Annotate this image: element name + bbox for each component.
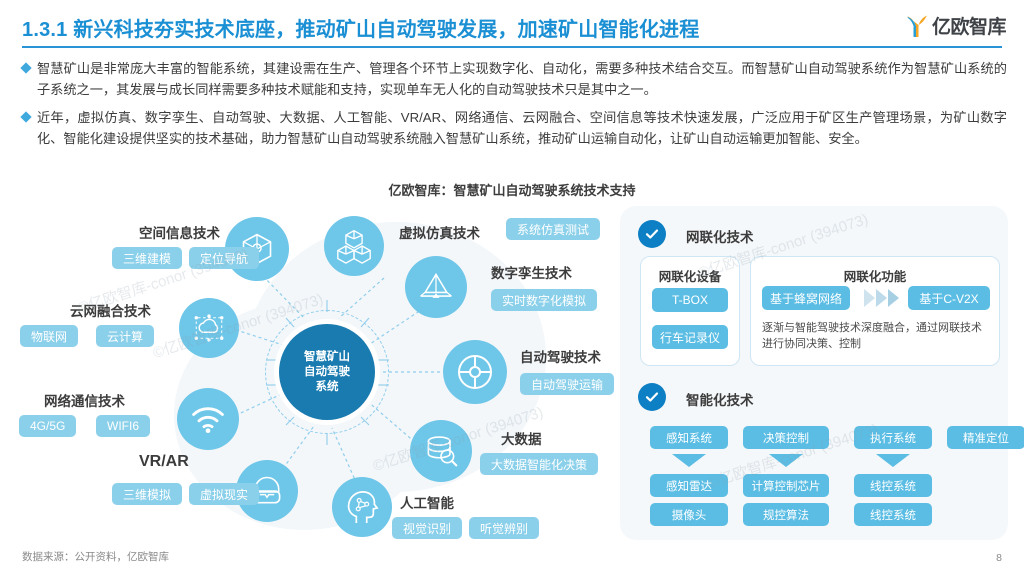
bullet-item: 智慧矿山是非常庞大丰富的智能系统，其建设需在生产、管理各个环节上实现数字化、自动…: [20, 58, 1007, 100]
node-network-communication[interactable]: [177, 388, 239, 450]
connected-functions-title: 网联化功能: [843, 270, 907, 284]
group-title-virtual-simulation: 虚拟仿真技术: [399, 226, 480, 241]
itag-execution-system[interactable]: 执行系统: [854, 426, 932, 449]
diagram-title: 亿欧智库：智慧矿山自动驾驶系统技术支持: [388, 183, 636, 198]
flow-arrows-icon: [862, 286, 906, 310]
tag-4g-5g[interactable]: 4G/5G: [19, 415, 77, 437]
connected-devices-title: 网联化设备: [658, 270, 722, 284]
itag-decision-control[interactable]: 决策控制: [743, 426, 829, 449]
node-autonomous-driving[interactable]: [443, 340, 507, 404]
diamond-bullet-icon: [20, 111, 32, 123]
tag-cloud-computing[interactable]: 云计算: [96, 325, 155, 347]
header-divider: [22, 46, 1002, 48]
tag-wifi6[interactable]: WIFI6: [96, 415, 150, 437]
check-mark-icon: [645, 392, 659, 402]
node-virtual-simulation[interactable]: [324, 216, 384, 276]
group-title-vr-ar: VR/AR: [139, 453, 189, 470]
page-title: 1.3.1 新兴科技夯实技术底座，推动矿山自动驾驶发展，加速矿山智能化进程: [22, 19, 700, 41]
down-arrow-icon: [876, 454, 910, 467]
down-arrow-icon: [672, 454, 706, 467]
tag-3d-simulation[interactable]: 三维模拟: [112, 483, 183, 505]
cloud-net-icon: [194, 314, 224, 342]
tag-dashcam[interactable]: 行车记录仪: [652, 325, 728, 349]
group-title-spatial: 空间信息技术: [139, 226, 220, 241]
tag-bigdata-intelligent-decision[interactable]: 大数据智能化决策: [480, 453, 599, 475]
database-search-icon: [427, 436, 458, 467]
brand-logo: 亿欧智库: [904, 12, 1007, 39]
check-icon-intelligent: [638, 383, 666, 411]
tag-auditory-recognition[interactable]: 听觉辨别: [469, 517, 540, 539]
slide-header: 1.3.1 新兴科技夯实技术底座，推动矿山自动驾驶发展，加速矿山智能化进程 亿欧…: [0, 0, 1024, 48]
node-cloud-network[interactable]: [179, 298, 239, 358]
hub-label: 智慧矿山 自动驾驶 系统: [304, 350, 350, 393]
itag-perception-radar[interactable]: 感知雷达: [650, 474, 728, 497]
node-artificial-intelligence[interactable]: [332, 477, 392, 537]
diamond-bullet-icon: [20, 62, 32, 74]
tag-visual-recognition[interactable]: 视觉识别: [392, 517, 463, 539]
section-title-intelligent-tech: 智能化技术: [686, 393, 754, 408]
bullet-text: 智慧矿山是非常庞大丰富的智能系统，其建设需在生产、管理各个环节上实现数字化、自动…: [37, 61, 1007, 97]
blocks-icon: [337, 229, 371, 264]
tag-autonomous-transport[interactable]: 自动驾驶运输: [520, 373, 615, 395]
group-title-network-comm: 网络通信技术: [44, 394, 125, 409]
logo-text: 亿欧智库: [931, 17, 1007, 38]
ai-brain-icon: [347, 491, 379, 524]
section-title-connected-tech: 网联化技术: [686, 230, 754, 245]
itag-perception-system[interactable]: 感知系统: [650, 426, 728, 449]
steering-wheel-icon: [458, 355, 492, 389]
connected-functions-note: 逐渐与智能驾驶技术深度融合，通过网联技术 进行协同决策、控制: [762, 322, 982, 350]
twin-icon: [420, 272, 452, 298]
tag-system-simulation-test[interactable]: 系统仿真测试: [506, 218, 601, 240]
group-title-big-data: 大数据: [501, 432, 542, 447]
itag-camera[interactable]: 摄像头: [650, 503, 728, 526]
center-hub: 智慧矿山 自动驾驶 系统: [279, 324, 375, 420]
bullet-item: 近年，虚拟仿真、数字孪生、自动驾驶、大数据、人工智能、VR/AR、网络通信、云网…: [20, 107, 1007, 149]
tag-3d-modeling[interactable]: 三维建模: [112, 247, 183, 269]
page-number: 8: [996, 552, 1002, 564]
tag-iot[interactable]: 物联网: [20, 325, 79, 347]
group-title-autonomous-driving: 自动驾驶技术: [520, 350, 601, 365]
node-digital-twin[interactable]: [405, 256, 467, 318]
tag-virtual-reality[interactable]: 虚拟现实: [189, 483, 260, 505]
tag-c-v2x[interactable]: 基于C-V2X: [908, 286, 990, 310]
check-mark-icon: [645, 229, 659, 239]
tag-tbox[interactable]: T-BOX: [652, 288, 728, 312]
connected-functions-box: 网联化功能: [750, 256, 1000, 366]
logo-mark-icon: [906, 15, 927, 37]
group-title-digital-twin: 数字孪生技术: [491, 266, 572, 281]
tag-cellular-network[interactable]: 基于蜂窝网络: [762, 286, 850, 310]
wifi-icon: [192, 407, 224, 434]
itag-planning-control-algorithm[interactable]: 规控算法: [743, 503, 829, 526]
technology-diagram: 智慧矿山 自动驾驶 系统 空间信息技术 三维建模 定位导航: [14, 200, 1024, 545]
tag-positioning-navigation[interactable]: 定位导航: [189, 247, 260, 269]
group-title-ai: 人工智能: [400, 496, 454, 511]
itag-drive-by-wire-1[interactable]: 线控系统: [854, 474, 932, 497]
hub-ring: [265, 310, 389, 434]
intro-bullets: 智慧矿山是非常庞大丰富的智能系统，其建设需在生产、管理各个环节上实现数字化、自动…: [20, 58, 1007, 156]
down-arrow-icon: [769, 454, 803, 467]
check-icon-connected: [638, 220, 666, 248]
itag-drive-by-wire-2[interactable]: 线控系统: [854, 503, 932, 526]
bullet-text: 近年，虚拟仿真、数字孪生、自动驾驶、大数据、人工智能、VR/AR、网络通信、云网…: [37, 110, 1007, 146]
itag-precise-positioning[interactable]: 精准定位: [947, 426, 1024, 449]
itag-compute-control-chip[interactable]: 计算控制芯片: [743, 474, 829, 497]
tag-realtime-digital-simulation[interactable]: 实时数字化模拟: [491, 289, 598, 311]
group-title-cloud-network: 云网融合技术: [70, 304, 151, 319]
node-big-data[interactable]: [410, 420, 472, 482]
data-source-label: 数据来源：公开资料，亿欧智库: [22, 551, 169, 563]
